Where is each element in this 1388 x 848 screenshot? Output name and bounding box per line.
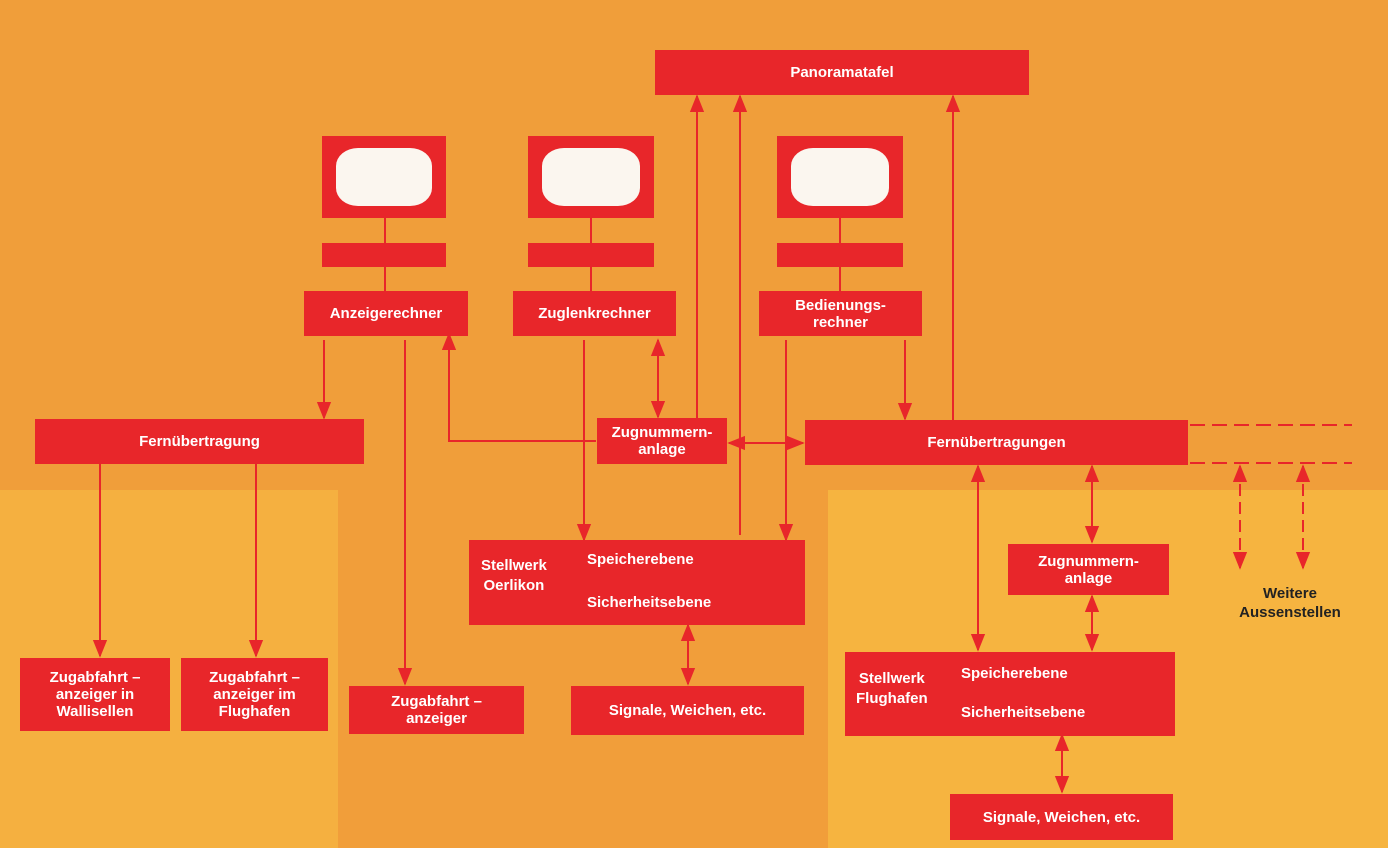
monitor-screen — [791, 148, 889, 206]
stellwerk-oerlikon-box: Stellwerk Oerlikon Speicherebene Sicherh… — [469, 540, 805, 625]
zugabfahrt-flughafen-box: Zugabfahrt – anzeiger im Flughafen — [181, 658, 328, 731]
anzeigerechner-box: Anzeigerechner — [304, 291, 468, 336]
stellwerk-oerlikon-title: Stellwerk Oerlikon — [481, 557, 547, 594]
keyboard-bar-center — [528, 243, 654, 267]
zugabfahrt-wallisellen-box: Zugabfahrt – anzeiger in Wallisellen — [20, 658, 170, 731]
keyboard-bar-left — [322, 243, 446, 267]
zugnummernanlage-center-box: Zugnummern- anlage — [597, 418, 727, 464]
weitere-aussenstellen-label: Weitere Aussenstellen — [1239, 585, 1341, 621]
monitor-screen — [542, 148, 640, 206]
zugnummernanlage-right-box: Zugnummern- anlage — [1008, 544, 1169, 595]
monitor-icon — [777, 136, 903, 218]
keyboard-bar-right — [777, 243, 903, 267]
stellwerk-flughafen-title: Stellwerk Flughafen — [856, 670, 928, 707]
fernuebertragungen-box: Fernübertragungen — [805, 420, 1188, 465]
zugabfahrt-anzeiger-box: Zugabfahrt – anzeiger — [349, 686, 524, 734]
panoramatafel-box: Panoramatafel — [655, 50, 1029, 95]
monitor-icon — [322, 136, 446, 218]
signale-right-box: Signale, Weichen, etc. — [950, 794, 1173, 840]
stellwerk-oerlikon-speicherebene: Speicherebene — [587, 551, 694, 568]
stellwerk-flughafen-speicherebene: Speicherebene — [961, 665, 1068, 682]
fernuebertragung-box: Fernübertragung — [35, 419, 364, 464]
zuglenkrechner-box: Zuglenkrechner — [513, 291, 676, 336]
stellwerk-oerlikon-sicherheitsebene: Sicherheitsebene — [587, 594, 712, 611]
signale-center-box: Signale, Weichen, etc. — [571, 686, 804, 735]
stellwerk-flughafen-sicherheitsebene: Sicherheitsebene — [961, 704, 1086, 721]
monitor-screen — [336, 148, 432, 206]
bedienungsrechner-box: Bedienungs- rechner — [759, 291, 922, 336]
monitor-icon — [528, 136, 654, 218]
stellwerk-flughafen-box: Stellwerk Flughafen Speicherebene Sicher… — [845, 652, 1175, 736]
arrow-zugnummern-anzeigerechner — [441, 332, 596, 442]
